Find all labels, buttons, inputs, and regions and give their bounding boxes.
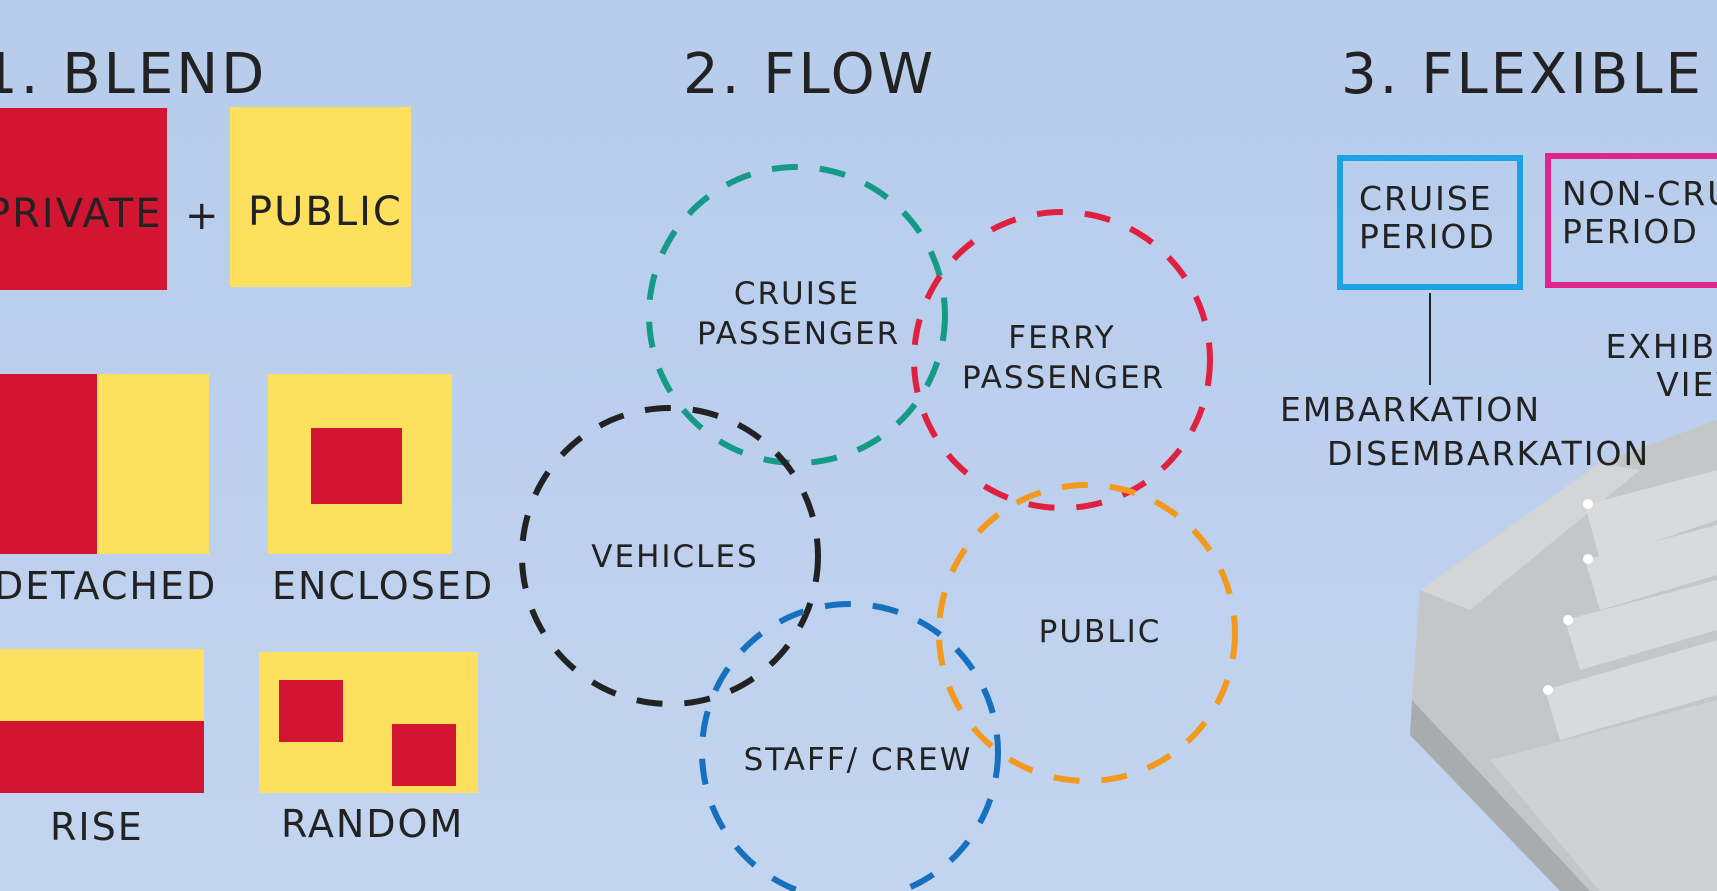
flow-heading: 2. FLOW — [683, 42, 937, 107]
non-cruise-period-line1: NON-CRUI — [1562, 174, 1717, 213]
rise-label: RISE — [50, 805, 144, 849]
random-label: RANDOM — [281, 802, 465, 846]
private-label: PRIVATE — [0, 191, 163, 237]
plus-sign: + — [185, 193, 221, 239]
exhibit-line2: VIEW — [1656, 365, 1717, 404]
cruise-period-line1: CRUISE — [1359, 179, 1493, 218]
exhibit-view-text: EXHIBIT VIEW — [1590, 328, 1717, 404]
private-block — [0, 108, 167, 290]
detached-label: DETACHED — [0, 564, 218, 608]
enclosed-private — [311, 428, 402, 504]
cruise-period-connector — [1429, 293, 1431, 385]
non-cruise-period-box — [1545, 153, 1717, 288]
cruise-period-line2: PERIOD — [1359, 217, 1496, 256]
exhibit-line1: EXHIBIT — [1605, 327, 1717, 366]
embarkation-label: EMBARKATION — [1280, 390, 1542, 429]
random-private-1 — [279, 680, 343, 742]
public-circle — [936, 482, 1238, 784]
ferry-passenger-text: FERRY PASSENGER — [962, 318, 1166, 398]
cruise-period-box — [1337, 155, 1523, 290]
public-block — [230, 107, 411, 287]
cruise-period-text: CRUISE PERIOD — [1359, 180, 1496, 256]
blend-heading: 1. BLEND — [0, 42, 268, 107]
ferry-text-line2: PASSENGER — [962, 360, 1166, 396]
public-label: PUBLIC — [248, 189, 403, 235]
cruise-text-line2: PASSENGER — [697, 316, 901, 352]
rise-private — [0, 721, 204, 793]
staff-crew-text: STAFF/ CREW — [743, 742, 973, 778]
ferry-passenger-circle — [911, 209, 1213, 511]
disembarkation-label: DISEMBARKATION — [1327, 434, 1651, 473]
vehicles-text: VEHICLES — [591, 539, 759, 575]
non-cruise-period-text: NON-CRUI PERIOD — [1562, 175, 1717, 251]
cruise-text-line1: CRUISE — [733, 276, 861, 312]
vehicles-circle — [519, 405, 821, 707]
rise-public — [0, 649, 204, 721]
non-cruise-period-line2: PERIOD — [1562, 212, 1699, 251]
cruise-passenger-text: CRUISE PASSENGER — [697, 274, 901, 354]
ferry-text-line1: FERRY — [1008, 320, 1116, 356]
flexible-heading: 3. FLEXIBLE — [1341, 42, 1704, 107]
public-text: PUBLIC — [1038, 614, 1162, 650]
random-private-2 — [392, 724, 456, 786]
detached-public — [97, 374, 209, 554]
staff-crew-circle — [699, 601, 1001, 891]
detached-private — [0, 374, 97, 554]
enclosed-label: ENCLOSED — [272, 564, 495, 608]
cruise-passenger-circle — [646, 164, 948, 466]
